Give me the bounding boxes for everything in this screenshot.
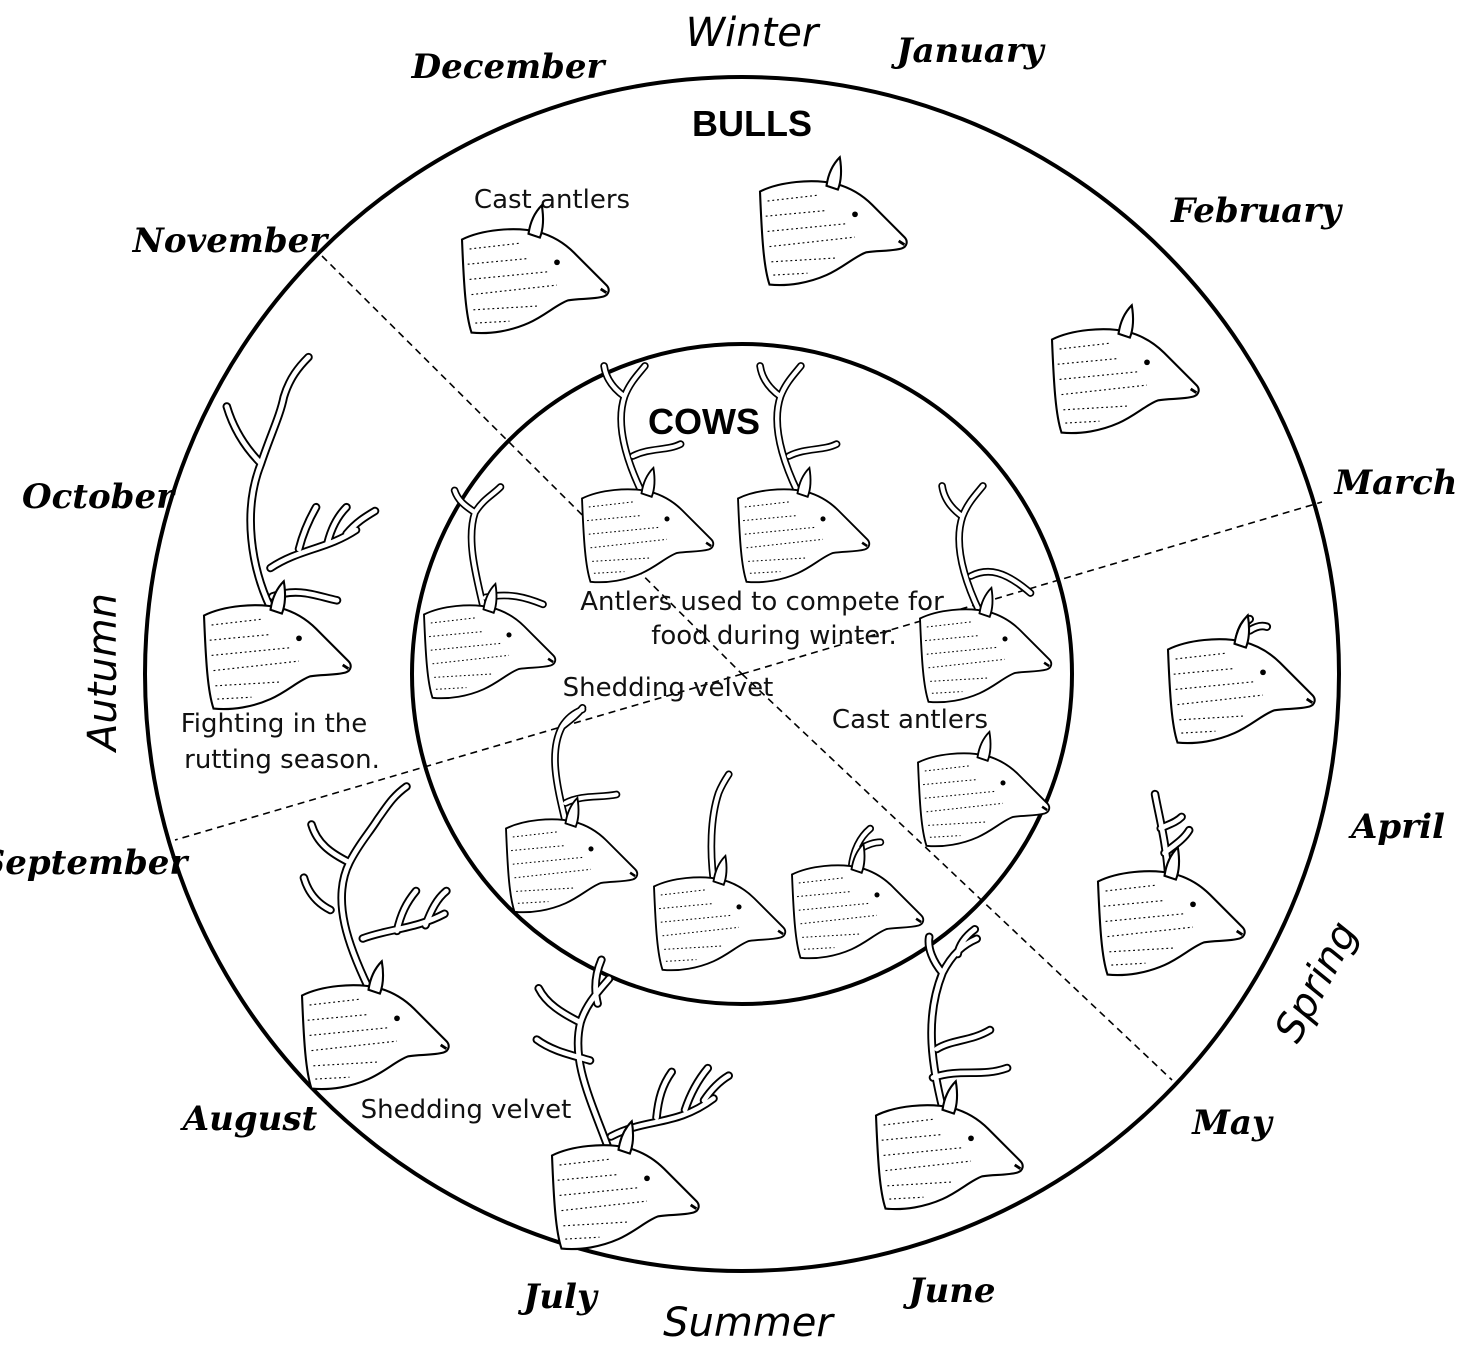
season-winter: Winter (686, 10, 821, 56)
reindeer-head-icon (760, 157, 907, 285)
cows-cast-antlers-note: Cast antlers (832, 705, 988, 735)
month-february: February (1170, 191, 1343, 231)
month-september: September (0, 843, 189, 883)
season-autumn: Autumn (80, 593, 126, 754)
cows-shedding-velvet-note: Shedding velvet (563, 673, 774, 703)
month-august: August (180, 1099, 318, 1139)
reindeer-head-icon (738, 366, 869, 582)
bulls-fighting-note-line2: rutting season. (184, 745, 380, 775)
month-june: June (902, 1271, 995, 1311)
bulls-cast-antlers-note: Cast antlers (474, 185, 630, 215)
month-may: May (1191, 1103, 1274, 1143)
reindeer-head-icon (582, 366, 713, 582)
season-summer: Summer (663, 1300, 835, 1345)
reindeer-head-icon (302, 787, 449, 1090)
bulls-shedding-velvet-note: Shedding velvet (361, 1095, 572, 1125)
reindeer-head-icon (654, 774, 785, 970)
month-december: December (411, 47, 607, 87)
reindeer-head-icon (462, 205, 609, 333)
bulls-heading: BULLS (692, 103, 812, 144)
cows-compete-note-line2: food during winter. (651, 621, 897, 651)
month-july: July (517, 1277, 599, 1317)
reindeer-head-icon (1168, 615, 1315, 743)
reindeer-head-icon (918, 732, 1049, 846)
reindeer-head-icon (424, 487, 555, 698)
reindeer-head-icon (204, 357, 375, 709)
cows-heading: COWS (648, 401, 760, 442)
month-november: November (132, 221, 330, 261)
month-january: January (890, 31, 1046, 71)
month-april: April (1348, 807, 1445, 847)
bulls-fighting-note-line1: Fighting in the (181, 709, 368, 739)
reindeer-head-icon (792, 829, 923, 959)
month-october: October (22, 477, 176, 517)
reindeer-head-icon (1098, 794, 1245, 975)
reindeer-head-icon (1052, 305, 1199, 433)
month-march: March (1333, 463, 1457, 503)
reindeer-head-icon (876, 929, 1023, 1209)
reindeer-head-icon (506, 708, 637, 912)
cows-compete-note-line1: Antlers used to compete for (580, 587, 944, 617)
